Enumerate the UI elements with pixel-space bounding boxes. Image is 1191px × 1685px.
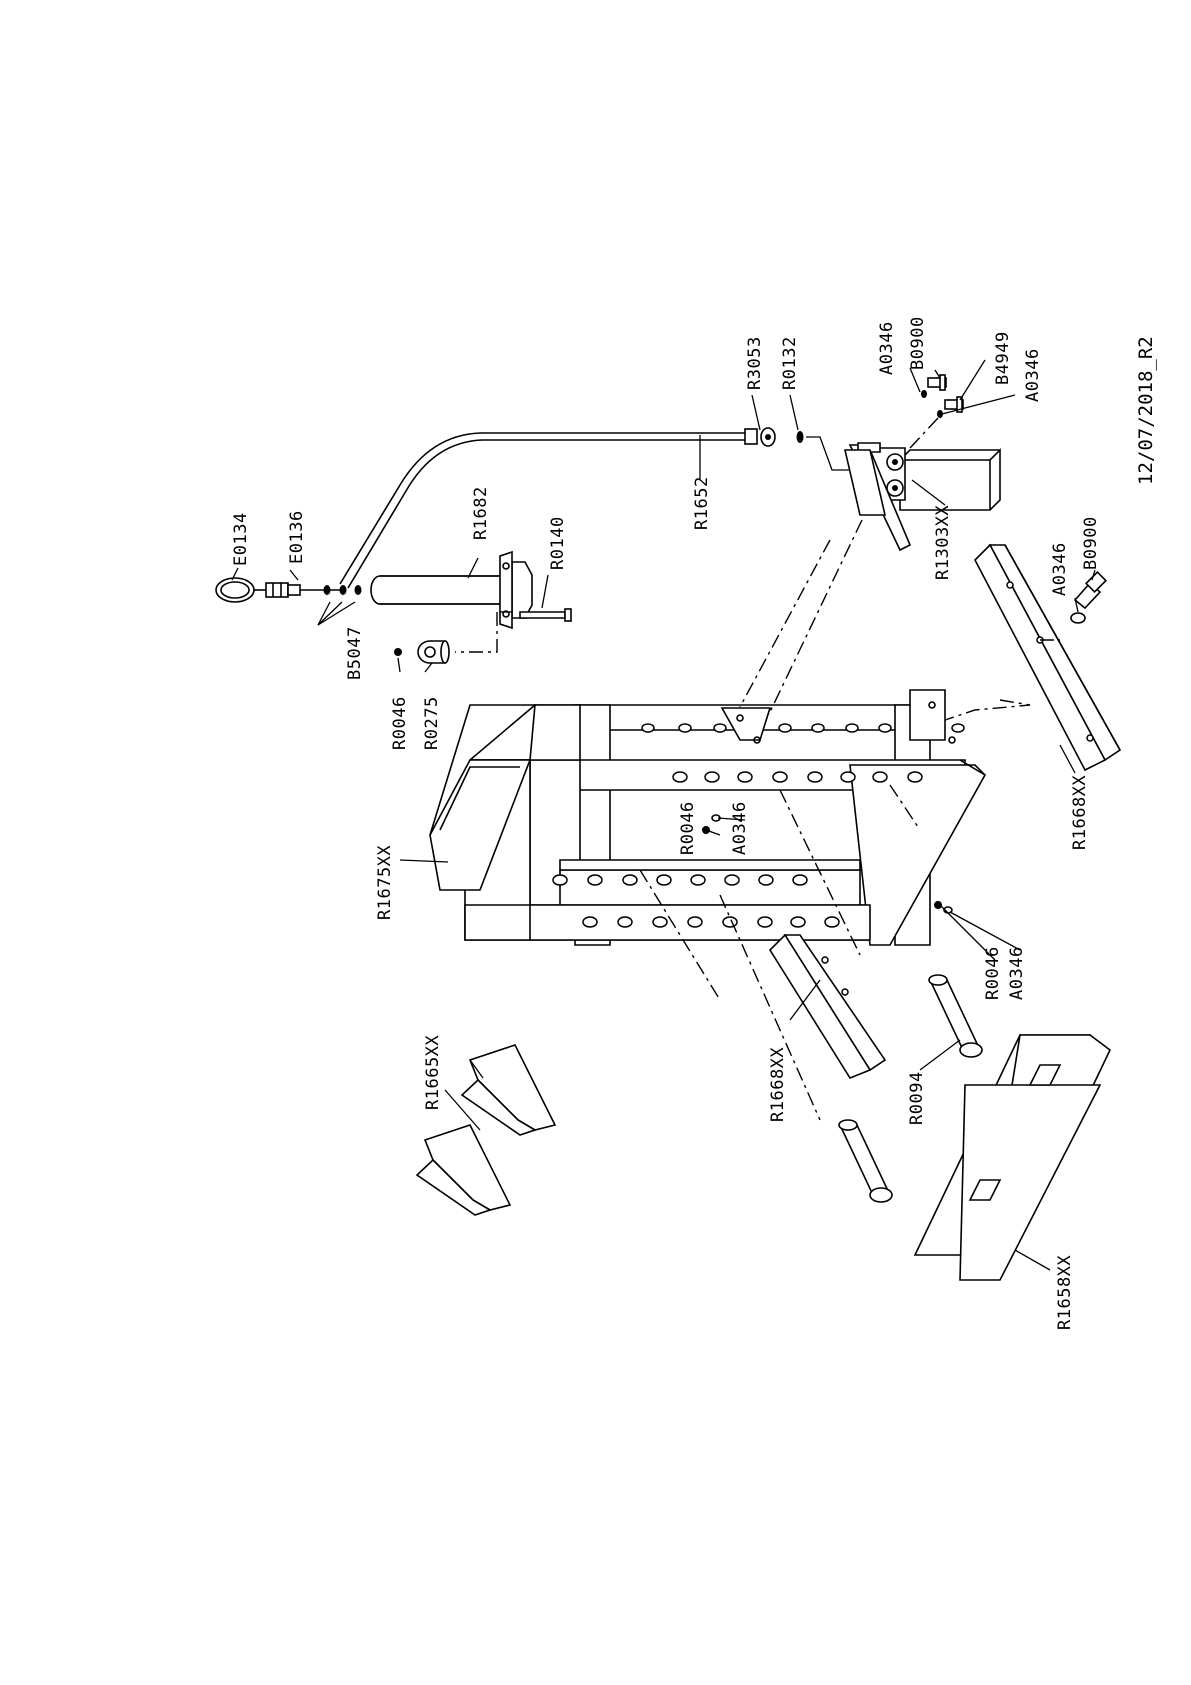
hydraulic-cylinder	[371, 552, 571, 652]
label-b0900-right: B0900	[1081, 516, 1101, 570]
label-b0900-top: B0900	[908, 316, 928, 370]
hydraulic-hose	[340, 433, 745, 584]
press-frame	[430, 690, 985, 945]
label-e0134: E0134	[231, 512, 251, 566]
label-r1665xx: R1665XX	[423, 1035, 443, 1110]
label-r1668xx-right: R1668XX	[1070, 775, 1090, 850]
label-r1652: R1652	[692, 476, 712, 530]
hose-coupling	[745, 429, 757, 444]
mounting-bolt	[520, 612, 565, 618]
label-a0346-top1: A0346	[877, 321, 897, 375]
label-b5047: B5047	[345, 626, 365, 680]
label-r0275: R0275	[422, 696, 442, 750]
sealing-washer	[324, 585, 331, 595]
gauge-fitting	[266, 583, 288, 597]
label-a0346-mid: A0346	[730, 801, 750, 855]
drawing-date-stamp: 12/07/2018_R2	[1135, 336, 1157, 485]
label-r3053: R3053	[745, 336, 765, 390]
support-pin-2	[840, 1125, 890, 1195]
label-r0046-top: R0046	[390, 696, 410, 750]
label-r0046-mid: R0046	[678, 801, 698, 855]
label-r0094: R0094	[907, 1071, 927, 1125]
label-r0140: R0140	[548, 516, 568, 570]
label-r1658xx: R1658XX	[1055, 1255, 1075, 1330]
label-e0136: E0136	[287, 510, 307, 564]
label-r1675xx: R1675XX	[375, 845, 395, 920]
label-r1668xx-left: R1668XX	[768, 1047, 788, 1122]
support-pin	[930, 980, 980, 1050]
hand-pump	[845, 375, 1000, 550]
support-tray	[915, 1035, 1110, 1280]
label-r1682: R1682	[471, 486, 491, 540]
bonded-seal	[797, 431, 804, 443]
cylinder-plug-assembly	[394, 641, 449, 663]
label-r0132: R0132	[780, 336, 800, 390]
right-foot-rail	[945, 545, 1120, 770]
label-a0346-top2: A0346	[1023, 348, 1043, 402]
label-a0346-right: A0346	[1050, 542, 1070, 596]
pressure-gauge-assembly	[216, 428, 858, 602]
label-r1303xx: R1303XX	[933, 505, 953, 580]
label-r0046-low: R0046	[983, 946, 1003, 1000]
label-a0346-low: A0346	[1007, 946, 1027, 1000]
label-b4949: B4949	[993, 331, 1013, 385]
small-nut	[394, 648, 402, 656]
